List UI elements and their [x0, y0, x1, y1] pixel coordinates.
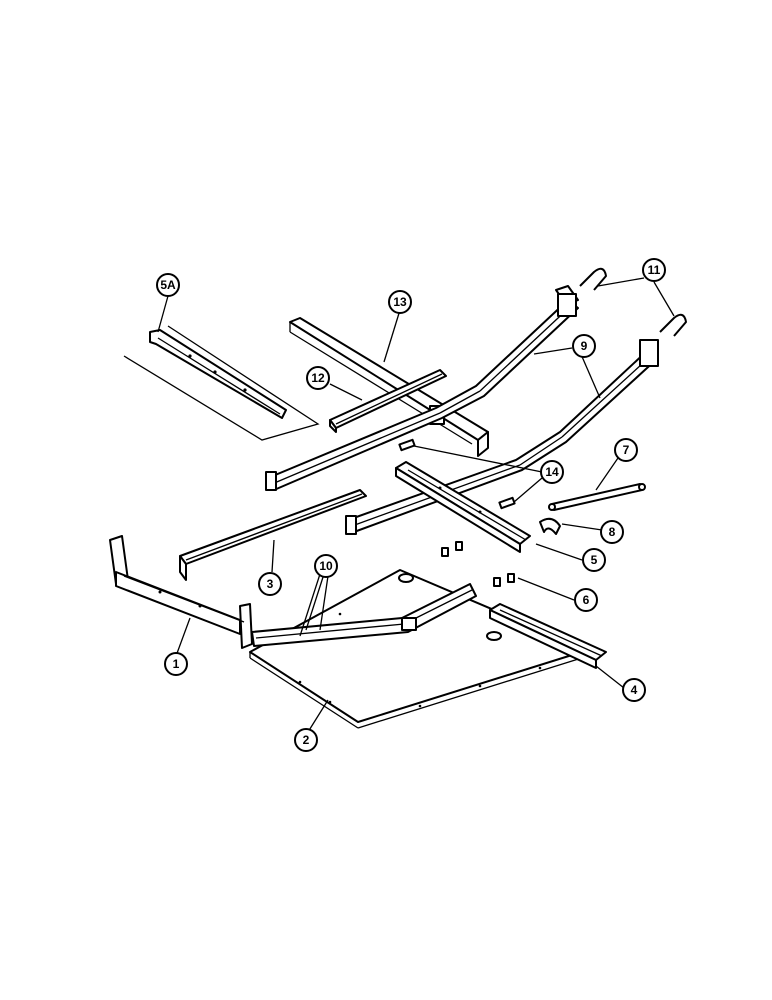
svg-text:2: 2: [303, 733, 310, 747]
callout-6: 6: [574, 588, 598, 612]
callout-11: 13: [388, 290, 412, 314]
svg-text:7: 7: [623, 443, 630, 457]
callout-5a: 5A: [156, 273, 180, 297]
part-2-floor-plate: [249, 569, 589, 729]
part-6-bushings: [441, 541, 515, 587]
part-5a-rail: [123, 325, 320, 441]
callout-2: 2: [294, 728, 318, 752]
svg-text:3: 3: [267, 577, 274, 591]
svg-text:13: 13: [393, 295, 407, 309]
part-13-bracket: [329, 369, 447, 433]
callout-7: 7: [614, 438, 638, 462]
part-4-angle-rail: [489, 603, 607, 669]
part-8-clip: [539, 517, 561, 535]
callout-10: 11: [642, 258, 666, 282]
callout-12: 10: [314, 554, 338, 578]
part-12-frame-rail: [251, 583, 477, 647]
svg-text:6: 6: [583, 593, 590, 607]
callout-8: 8: [600, 520, 624, 544]
svg-text:9: 9: [581, 339, 588, 353]
part-9-upper-rail: [265, 285, 579, 491]
callout-1: 1: [164, 652, 188, 676]
callout-3: 3: [258, 572, 282, 596]
svg-text:8: 8: [609, 525, 616, 539]
part-7-rod: [548, 483, 646, 511]
callout-5: 5: [582, 548, 606, 572]
part-3-angle-rail: [179, 489, 367, 581]
callout-4: 4: [622, 678, 646, 702]
svg-text:1: 1: [173, 657, 180, 671]
callout-9: 9: [572, 334, 596, 358]
svg-text:12: 12: [311, 371, 325, 385]
callout-14: 14: [540, 460, 564, 484]
leader-lines: [157, 277, 675, 733]
part-10-u-bolts: [579, 267, 687, 337]
svg-text:14: 14: [545, 465, 559, 479]
svg-text:10: 10: [319, 559, 333, 573]
part-1-end-rail: [109, 535, 253, 649]
svg-text:4: 4: [631, 683, 638, 697]
svg-text:11: 11: [648, 263, 661, 277]
svg-text:5A: 5A: [160, 278, 176, 292]
svg-text:5: 5: [591, 553, 598, 567]
part-14-pins: [398, 438, 516, 510]
part-5-channel: [395, 461, 531, 553]
callout-13: 12: [306, 366, 330, 390]
